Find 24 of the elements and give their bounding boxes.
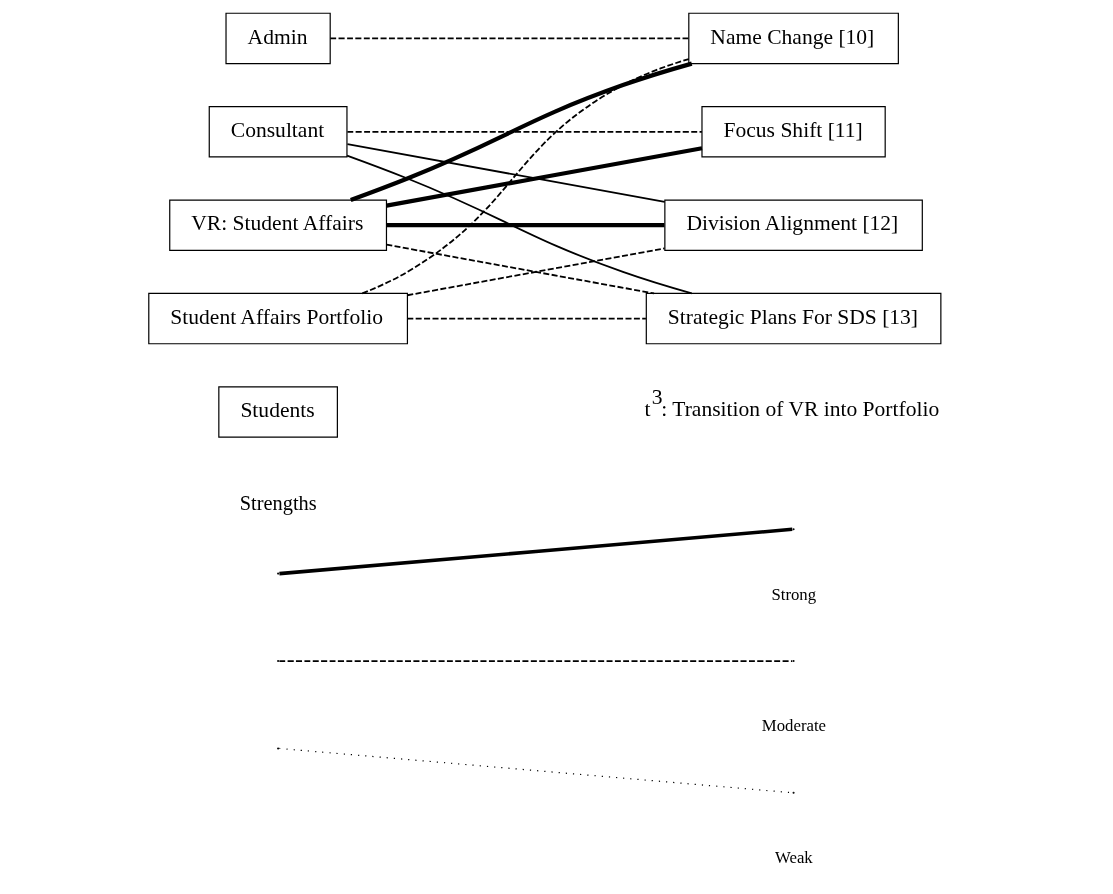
- connector: [346, 143, 666, 203]
- connector: [350, 61, 693, 202]
- connector: [386, 223, 665, 228]
- node-box: Consultant: [208, 106, 348, 158]
- node-box: Strategic Plans For SDS [13]: [645, 292, 942, 345]
- connector: [385, 243, 655, 295]
- legend-label: Strong: [771, 584, 817, 604]
- connector: [361, 58, 690, 295]
- node-box: Name Change [10]: [688, 12, 899, 65]
- node-box: Student Affairs Portfolio: [148, 292, 409, 345]
- connector: [406, 317, 647, 320]
- node-box: Students: [218, 386, 338, 438]
- node-box: VR: Student Affairs: [169, 199, 388, 251]
- connector: [329, 37, 690, 40]
- connector: [386, 146, 703, 208]
- legend-label: Moderate: [761, 716, 827, 736]
- legend-label: Weak: [775, 848, 813, 868]
- node-box: Focus Shift [11]: [701, 106, 886, 158]
- connector: [346, 130, 703, 133]
- connector: [406, 247, 666, 297]
- node-box: Division Alignment [12]: [664, 199, 923, 251]
- label: Strengths: [239, 492, 317, 515]
- node-box: Admin: [225, 12, 331, 65]
- connector: [346, 154, 693, 295]
